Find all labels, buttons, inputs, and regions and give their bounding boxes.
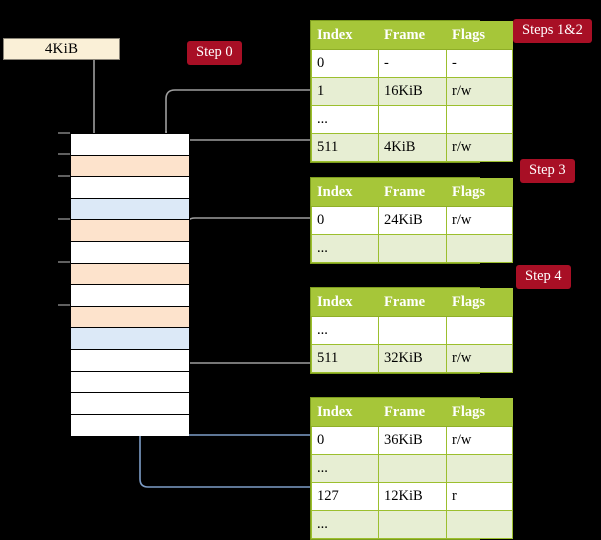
column-header-flags: Flags (446, 178, 513, 207)
table-row: ... (311, 234, 513, 263)
column-header-flags: Flags (446, 288, 513, 317)
table-cell: - (446, 49, 513, 78)
table-cell (446, 454, 513, 483)
memory-frame-row (71, 306, 189, 329)
table-cell: r/w (446, 206, 513, 235)
memory-frame-row (71, 220, 189, 242)
table-cell: r/w (446, 426, 513, 455)
memory-frame-row (71, 414, 189, 437)
table-cell: r/w (446, 344, 513, 373)
physical-memory-column (70, 133, 190, 437)
table-cell: 0 (311, 206, 379, 235)
table-cell: r/w (446, 133, 513, 162)
table-cell: 0 (311, 426, 379, 455)
table-cell: r (446, 482, 513, 511)
table-cell: ... (311, 105, 379, 134)
memory-frame-row (71, 155, 189, 178)
column-header-index: Index (311, 288, 379, 317)
memory-frame-row (71, 328, 189, 350)
table-cell (446, 316, 513, 345)
table-cell: 127 (311, 482, 379, 511)
column-header-index: Index (311, 398, 379, 427)
badge-step-4: Step 4 (516, 265, 571, 289)
column-header-index: Index (311, 21, 379, 50)
memory-frame-row (71, 198, 189, 221)
memory-frame-row (71, 371, 189, 394)
column-header-frame: Frame (378, 288, 447, 317)
table-cell (378, 234, 447, 263)
table-cell (446, 510, 513, 539)
memory-frame-row (71, 393, 189, 415)
memory-frame-row (71, 263, 189, 286)
table-cell: 511 (311, 133, 379, 162)
table-cell: ... (311, 234, 379, 263)
virtual-page-label: 4KiB (44, 40, 79, 57)
memory-frame-row (71, 349, 189, 372)
memory-frame-row (71, 285, 189, 307)
badge-step-0: Step 0 (187, 41, 242, 65)
table-cell: 1 (311, 77, 379, 106)
column-header-index: Index (311, 178, 379, 207)
table-cell: ... (311, 510, 379, 539)
memory-frame-row (71, 134, 189, 156)
table-cell: 511 (311, 344, 379, 373)
badge-step-3: Step 3 (520, 159, 575, 183)
table-cell: 36KiB (378, 426, 447, 455)
column-header-flags: Flags (446, 21, 513, 50)
table-row: ... (311, 316, 513, 345)
table-row: 0-- (311, 49, 513, 78)
table-cell: 4KiB (378, 133, 447, 162)
table-cell (378, 316, 447, 345)
table-cell (446, 105, 513, 134)
table-cell (446, 234, 513, 263)
table-cell: 32KiB (378, 344, 447, 373)
table-cell: - (378, 49, 447, 78)
table-cell (378, 454, 447, 483)
column-header-frame: Frame (378, 21, 447, 50)
table-cell (378, 510, 447, 539)
table-cell: ... (311, 316, 379, 345)
table-cell (378, 105, 447, 134)
memory-frame-row (71, 177, 189, 199)
table-cell: 16KiB (378, 77, 447, 106)
table-cell: 12KiB (378, 482, 447, 511)
table-row: ... (311, 105, 513, 134)
table-row: ... (311, 510, 513, 539)
table-cell: 24KiB (378, 206, 447, 235)
table-cell: 0 (311, 49, 379, 78)
table-cell: ... (311, 454, 379, 483)
badge-steps-1-2: Steps 1&2 (513, 19, 592, 43)
column-header-frame: Frame (378, 178, 447, 207)
table-cell: r/w (446, 77, 513, 106)
column-header-flags: Flags (446, 398, 513, 427)
virtual-page-box: 4KiB (3, 38, 120, 60)
table-row: ... (311, 454, 513, 483)
memory-frame-row (71, 241, 189, 264)
column-header-frame: Frame (378, 398, 447, 427)
